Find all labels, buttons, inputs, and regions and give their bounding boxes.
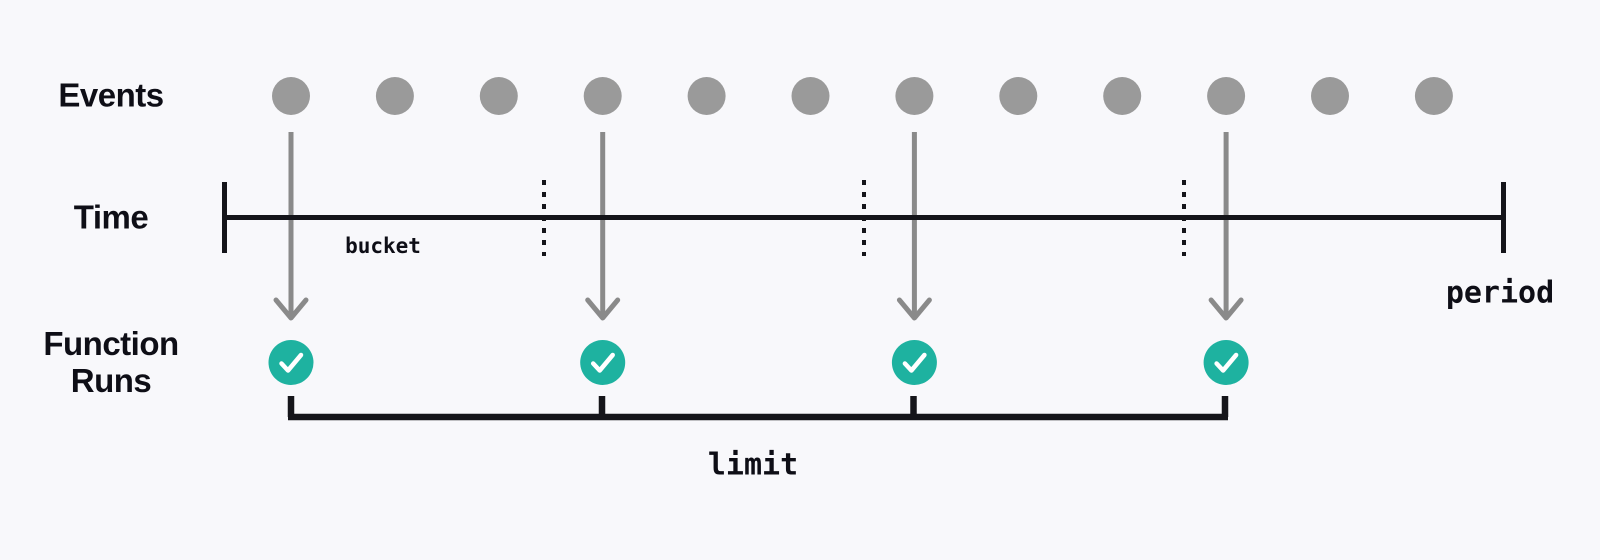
arrow-head-icon — [1208, 297, 1244, 321]
function-runs-row-label: Function Runs — [43, 325, 179, 399]
period-label: period — [1445, 275, 1555, 311]
event-dot — [687, 77, 726, 115]
event-dot — [1207, 77, 1246, 115]
events-row-label: Events — [58, 76, 164, 114]
check-icon — [1214, 352, 1239, 373]
event-dot — [1103, 77, 1142, 115]
bucket-label: bucket — [345, 234, 421, 258]
limit-bracket — [287, 396, 1229, 421]
event-dot — [999, 77, 1038, 115]
function-run-circle — [580, 340, 626, 385]
event-dot — [583, 77, 622, 115]
timeline — [222, 180, 1506, 256]
time-row-label: Time — [73, 198, 149, 236]
function-run-circle — [891, 340, 937, 385]
check-icon — [279, 352, 304, 373]
event-dot — [791, 77, 830, 115]
arrow-head-icon — [273, 297, 309, 321]
limit-label: limit — [707, 447, 799, 483]
event-dot — [1311, 77, 1349, 115]
event-dot — [272, 77, 310, 115]
arrow-head-icon — [896, 297, 932, 321]
event-dot — [1414, 77, 1453, 115]
function-runs-layer — [268, 340, 1249, 385]
events-layer — [272, 77, 1453, 321]
arrow-head-icon — [585, 297, 621, 321]
event-dot — [895, 77, 934, 115]
event-dot — [375, 77, 414, 115]
function-run-circle — [1203, 340, 1249, 385]
function-run-circle — [268, 340, 314, 385]
event-dot — [479, 77, 518, 115]
check-icon — [590, 352, 615, 373]
check-icon — [902, 352, 927, 373]
